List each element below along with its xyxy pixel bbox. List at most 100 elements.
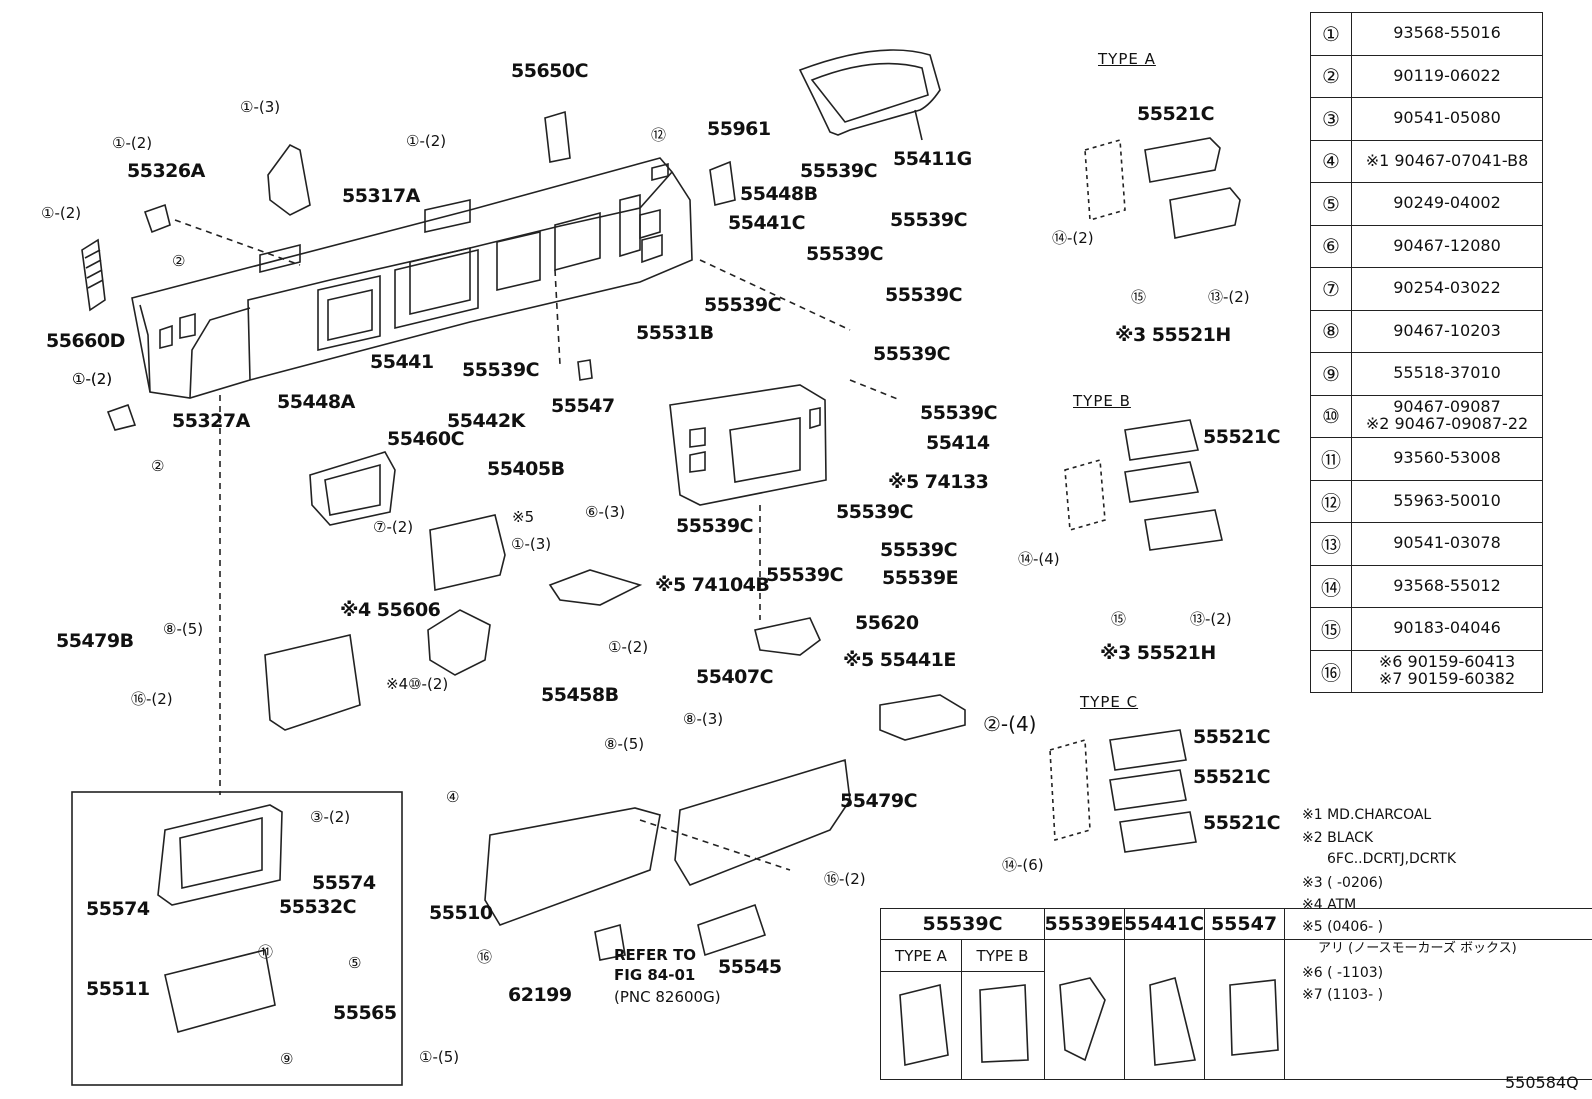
part-label: 55545 <box>718 956 782 978</box>
legend-icons <box>899 977 1279 1066</box>
part-label: 55521C <box>1137 103 1215 125</box>
legend-divider <box>1124 909 1125 1079</box>
part-label: 55539C <box>873 343 951 365</box>
type-c-parts <box>1049 729 1197 853</box>
ashtray-55441E <box>879 694 966 741</box>
callout: ⑯ <box>477 948 493 966</box>
note: ※3 ( -0206) <box>1302 875 1384 891</box>
callout: ⑭-(6) <box>1002 856 1044 874</box>
glovebox-inner <box>309 451 396 526</box>
callout: ⑨ <box>280 1050 294 1068</box>
panel-55442K <box>429 514 506 591</box>
legend-divider <box>881 971 1044 972</box>
part-55620 <box>754 617 821 656</box>
callout: ※4⑩-(2) <box>386 675 449 693</box>
callout: ⑧-(5) <box>163 620 204 638</box>
callout: ⑤ <box>348 954 362 972</box>
callout: ③-(2) <box>310 808 351 826</box>
part-label: ※5 74133 <box>888 471 989 493</box>
fastener-legend: 55539C TYPE A TYPE B 55539E 55441C 55547 <box>880 908 1592 1080</box>
legend-col-55539C: 55539C <box>922 913 1003 935</box>
legend-divider <box>1204 909 1205 1079</box>
note: ※1 MD.CHARCOAL <box>1302 807 1432 823</box>
bracket-62199 <box>594 923 626 961</box>
type-b-header: TYPE B <box>1073 392 1131 410</box>
part-label: 55414 <box>926 432 990 454</box>
callout: ②-(4) <box>983 712 1037 736</box>
diagram-code: 550584Q <box>1505 1073 1579 1092</box>
type-a-parts <box>1084 137 1241 239</box>
callout: ①-(2) <box>72 370 113 388</box>
callout: ⑭-(2) <box>1052 229 1094 247</box>
part-label: 55565 <box>333 1002 397 1024</box>
callout: ⑪ <box>258 943 274 961</box>
part-label: 55539C <box>806 243 884 265</box>
callout: ⑫ <box>651 126 667 144</box>
part-label: 55441C <box>728 212 806 234</box>
note: ※6 ( -1103) <box>1302 965 1384 981</box>
instrument-panel-body <box>131 157 693 399</box>
note: 6FC..DCRTJ,DCRTK <box>1327 851 1457 867</box>
table-row: ⑯※6 90159-60413※7 90159-60382 <box>1310 649 1543 693</box>
part-label: 55574 <box>86 898 150 920</box>
callout: ⑮ <box>1111 610 1127 628</box>
part-label: 55317A <box>342 185 420 207</box>
part-55606 <box>427 609 491 676</box>
side-vent-left <box>81 238 106 312</box>
part-label: 55539C <box>885 284 963 306</box>
part-label: 55660D <box>46 330 125 352</box>
part-label: 55532C <box>279 896 357 918</box>
bracket-55650C <box>544 110 571 163</box>
part-label: 55620 <box>855 612 919 634</box>
callout: ⑧-(5) <box>604 735 645 753</box>
callout: ⑥-(3) <box>585 503 626 521</box>
part-label: 55448A <box>277 391 355 413</box>
part-label: 55479C <box>840 790 918 812</box>
callout: ①-(2) <box>608 638 649 656</box>
table-row: ④※1 90467-07041-B8 <box>1310 139 1543 183</box>
callout: ①-(2) <box>406 132 447 150</box>
part-label: 55411G <box>893 148 972 170</box>
part-label: 55547 <box>551 395 615 417</box>
part-label: ※3 55521H <box>1115 324 1231 346</box>
part-label: 55441 <box>370 351 434 373</box>
refer-line3: (PNC 82600G) <box>614 988 721 1006</box>
part-label: 55961 <box>707 118 771 140</box>
callout: ⑬-(2) <box>1190 610 1232 628</box>
bracket-55327A <box>106 403 137 431</box>
part-label: 55531B <box>636 322 714 344</box>
part-label: ※3 55521H <box>1100 642 1216 664</box>
legend-divider <box>881 939 1592 940</box>
part-label: 55539C <box>920 402 998 424</box>
legend-divider <box>961 939 962 1079</box>
legend-col-55441C: 55441C <box>1124 913 1205 935</box>
callout: ⑬-(2) <box>1208 288 1250 306</box>
callout: ② <box>151 457 165 475</box>
part-label: 55479B <box>56 630 134 652</box>
refer-line1: REFER TO <box>614 946 697 964</box>
callout: ※5 <box>512 508 535 526</box>
part-label: 55458B <box>541 684 619 706</box>
part-label: 55521C <box>1203 426 1281 448</box>
part-label: 55448B <box>740 183 818 205</box>
callout: ④ <box>446 788 460 806</box>
part-label: 62199 <box>508 984 572 1006</box>
lower-panel-55479B <box>264 634 361 731</box>
refer-line2: FIG 84-01 <box>614 966 696 984</box>
legend-divider <box>1044 909 1045 1079</box>
part-55547-small <box>577 359 593 381</box>
part-label: 55539C <box>800 160 878 182</box>
callout: ①-(5) <box>419 1048 460 1066</box>
callout: ⑯-(2) <box>824 870 866 888</box>
type-a-header: TYPE A <box>1098 50 1156 68</box>
part-label: 55539C <box>704 294 782 316</box>
bracket-55326A <box>143 203 171 234</box>
